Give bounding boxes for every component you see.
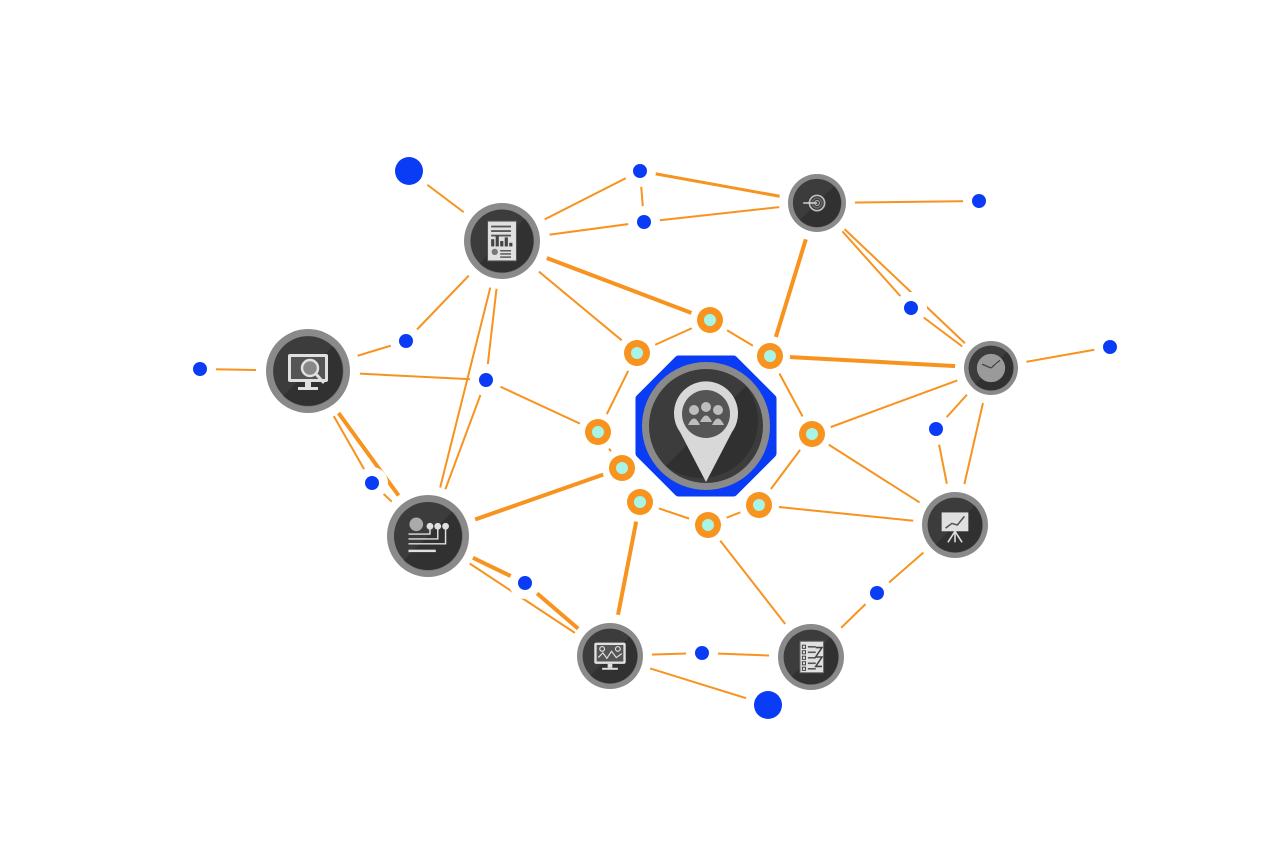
map-pin-people-icon — [674, 381, 738, 482]
report-document-node — [464, 203, 540, 279]
blue-dot — [633, 164, 647, 178]
dashboard-monitor-node — [577, 623, 643, 689]
blue-dot — [395, 157, 423, 185]
network-tree-icon — [408, 517, 449, 553]
link-line — [816, 202, 992, 369]
orange-ring — [627, 489, 653, 515]
monitor-search-node — [266, 329, 350, 413]
target-node — [788, 174, 846, 232]
orange-ring — [695, 512, 721, 538]
presentation-chart-node — [922, 492, 988, 558]
blue-dot — [972, 194, 986, 208]
blue-dot — [754, 691, 782, 719]
central-hub — [635, 355, 777, 497]
orange-ring — [757, 343, 783, 369]
target-icon — [803, 193, 827, 213]
orange-ring — [585, 419, 611, 445]
orange-ring — [609, 455, 635, 481]
blue-dot — [637, 215, 651, 229]
orange-ring — [697, 307, 723, 333]
report-document-icon — [487, 220, 517, 262]
link-line — [768, 354, 993, 370]
clock-icon — [976, 353, 1006, 383]
blue-dot — [870, 586, 884, 600]
presentation-chart-icon — [941, 512, 969, 543]
blue-dot — [695, 646, 709, 660]
blue-dot — [518, 576, 532, 590]
icon-nodes — [266, 174, 1018, 690]
blue-dot — [1103, 340, 1117, 354]
blue-dot — [399, 334, 413, 348]
dashboard-monitor-icon — [594, 642, 626, 670]
orange-ring — [746, 492, 772, 518]
blue-dot — [193, 362, 207, 376]
monitor-search-icon — [288, 354, 328, 390]
network-tree-node — [387, 495, 469, 577]
clock-node — [964, 341, 1018, 395]
checklist-icon — [799, 640, 825, 674]
orange-ring — [624, 340, 650, 366]
blue-dot — [929, 422, 943, 436]
checklist-node — [778, 624, 844, 690]
blue-dot — [904, 301, 918, 315]
blue-dot — [479, 373, 493, 387]
blue-dot — [365, 476, 379, 490]
link-line — [427, 240, 503, 537]
orange-rings — [585, 307, 825, 538]
orange-ring — [799, 421, 825, 447]
link-line — [485, 379, 599, 433]
blue-dots — [193, 157, 1117, 719]
central-hub-node — [635, 355, 777, 497]
